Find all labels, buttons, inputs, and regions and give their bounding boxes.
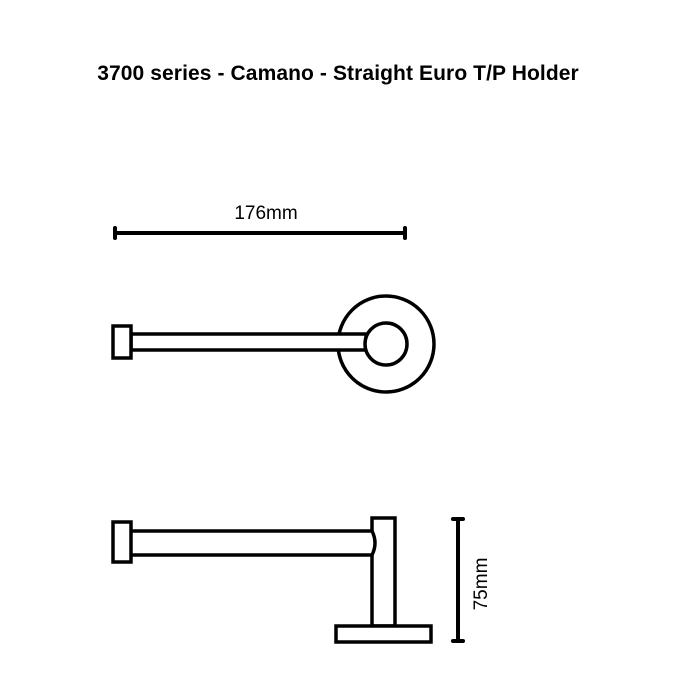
drawing-title: 3700 series - Camano - Straight Euro T/P…: [97, 62, 579, 85]
bar: [129, 332, 368, 352]
post: [370, 516, 397, 628]
post-circle: [363, 321, 409, 367]
width-dimension: 176mm: [113, 203, 407, 240]
height-dimension-label: 75mm: [471, 558, 492, 611]
height-dimension: 75mm: [451, 517, 492, 643]
end-cap-side: [111, 520, 133, 564]
width-dimension-label: 176mm: [234, 203, 297, 224]
top-view: [111, 294, 436, 394]
end-cap: [111, 324, 133, 360]
base-plate: [334, 624, 433, 644]
side-view: [111, 516, 433, 644]
bar-side: [131, 529, 377, 557]
